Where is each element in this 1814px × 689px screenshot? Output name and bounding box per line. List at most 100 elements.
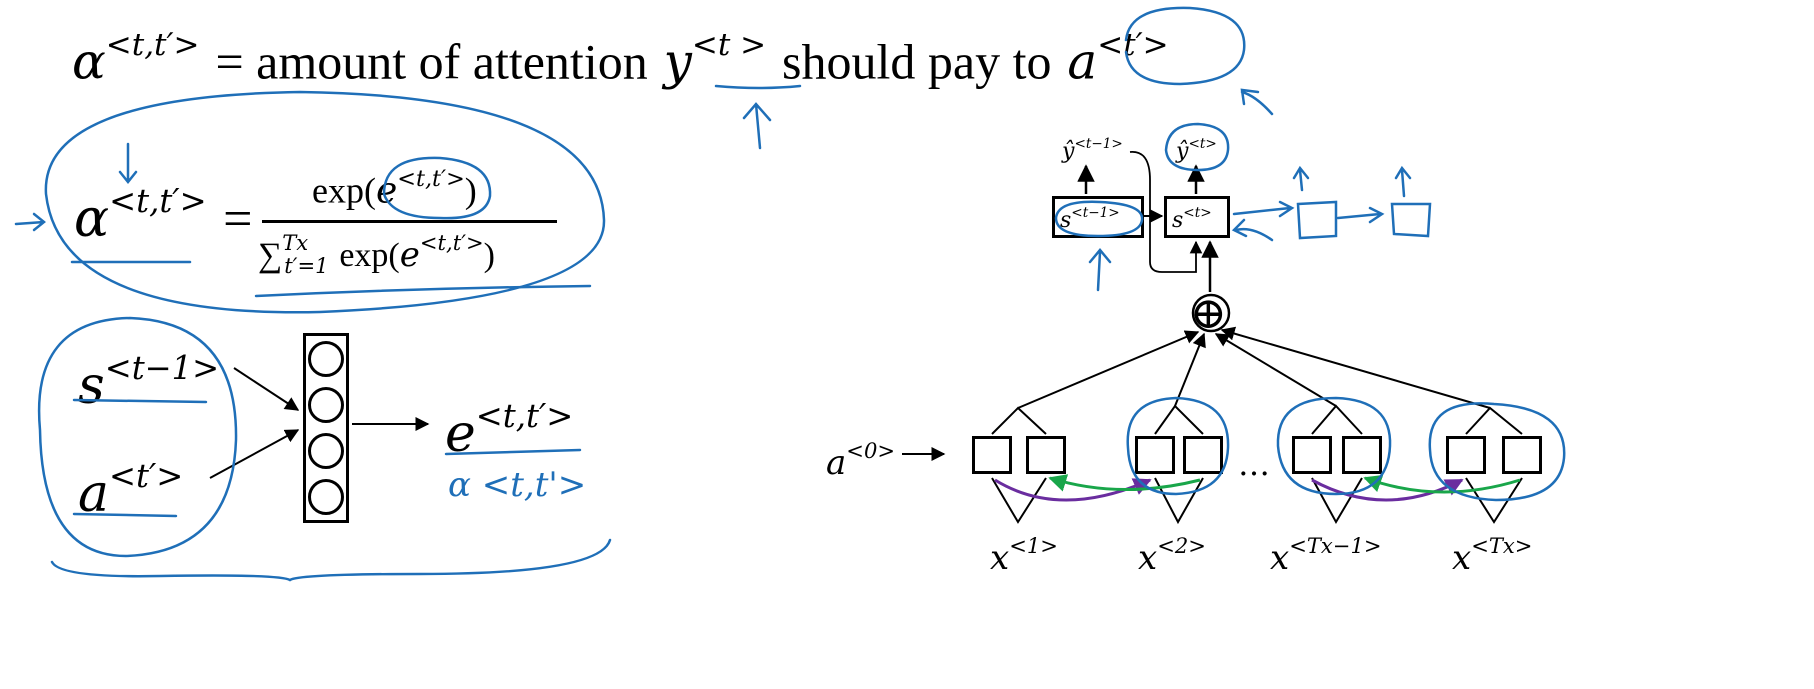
a0-sup: <0> — [846, 438, 896, 463]
den-sum-sub: t′=1 — [284, 253, 329, 279]
arrow-out-right — [1232, 200, 1295, 218]
y-superscript: <t > — [691, 27, 767, 63]
den-sum: ∑ — [258, 236, 283, 274]
input-x-tx: x<Tx> — [1452, 535, 1532, 575]
alpha-symbol: α — [72, 32, 106, 91]
input-x-tx-minus-1: x<Tx−1> — [1270, 535, 1382, 575]
context-line-3 — [1214, 333, 1337, 407]
encoder-bwd-cell-1 — [1026, 436, 1066, 474]
x3-sym: x — [1270, 537, 1290, 578]
encoder-bwd-cell-3 — [1342, 436, 1382, 474]
yhat-cur-label: ŷ<t> — [1176, 136, 1217, 165]
input-x-2: x<2> — [1138, 535, 1206, 575]
neuron-2 — [308, 387, 344, 423]
merge-2 — [1154, 404, 1204, 435]
s-prev-sym: s — [1060, 208, 1072, 234]
fraction-bar — [262, 220, 557, 223]
formula-lhs: α<t,t′> = — [74, 185, 252, 246]
green-arc-2 — [1363, 475, 1521, 494]
arrow-to-a-tprime — [1240, 88, 1274, 116]
arrow-down-alpha — [118, 142, 138, 185]
arrow-a-to-nn — [209, 429, 300, 479]
definition-text: = amount of attention — [215, 33, 648, 90]
hand-arrow-up-1 — [1292, 165, 1310, 192]
merge-1 — [991, 406, 1047, 435]
den-exp: exp( — [339, 236, 400, 274]
alpha-superscript: <t,t′> — [105, 27, 200, 63]
e-output-label: e<t,t′> — [445, 400, 573, 460]
num-exp: exp( — [312, 170, 376, 211]
s-prev-sup: <t−1> — [1071, 205, 1120, 221]
brace-bottom — [50, 538, 612, 582]
y-symbol: y — [663, 32, 692, 91]
a0-sym: a — [826, 442, 847, 483]
num-close: ) — [464, 170, 477, 211]
encoder-fwd-cell-2 — [1135, 436, 1175, 474]
neuron-1 — [308, 341, 344, 377]
underline-s — [72, 398, 208, 404]
yhat-cur: ŷ — [1176, 139, 1189, 165]
neuron-4 — [308, 479, 344, 515]
yhat-prev-label: ŷ<t−1> — [1062, 136, 1123, 165]
hand-box-1 — [1296, 200, 1338, 240]
circle-encoder-4 — [1428, 402, 1566, 502]
x1-sym: x — [990, 537, 1010, 578]
e-sup: <t,t′> — [475, 397, 574, 435]
yhat-cur-sup: <t> — [1188, 136, 1217, 152]
a-tprime-label: a<t′> — [78, 460, 183, 520]
input-x-1: x<1> — [990, 535, 1058, 575]
yhat-prev: ŷ — [1062, 139, 1075, 165]
s-cur-sup: <t> — [1183, 205, 1212, 221]
circle-numerator-e — [382, 156, 492, 220]
formula-equals: = — [223, 191, 253, 249]
encoder-fwd-cell-3 — [1292, 436, 1332, 474]
x1-sup: <1> — [1009, 533, 1058, 558]
a-symbol-net: a — [78, 464, 110, 525]
arrow-up-y — [742, 102, 772, 150]
encoder-bwd-cell-4 — [1502, 436, 1542, 474]
decoder-state-current — [1164, 196, 1230, 238]
circle-a-tprime — [1124, 6, 1246, 86]
arrow-up-sprev — [1088, 248, 1112, 292]
s-cur-sym: s — [1172, 208, 1184, 234]
definition-text-end: should pay to — [782, 33, 1052, 90]
a-superscript: <t′> — [1097, 27, 1169, 63]
context-line-2 — [1174, 332, 1206, 407]
num-e: e — [375, 170, 398, 212]
yhat-prev-sup: <t−1> — [1074, 136, 1123, 152]
x4-sup: <Tx> — [1471, 533, 1533, 558]
formula-alpha-sup: <t,t′> — [109, 182, 207, 220]
den-close: ) — [483, 236, 495, 274]
input-fan-1 — [991, 477, 1047, 524]
underline-e — [444, 448, 582, 456]
arrow-s-to-nn — [233, 367, 300, 411]
circle-encoder-3 — [1276, 396, 1392, 496]
green-arc-1 — [1048, 474, 1201, 492]
hand-box-2 — [1390, 202, 1432, 238]
encoder-fwd-cell-1 — [972, 436, 1012, 474]
den-e-sup: <t,t′> — [419, 230, 484, 255]
formula-denominator: ∑Txt′=1 exp(e<t,t′>) — [258, 232, 495, 276]
circle-encoder-2 — [1126, 396, 1230, 496]
a-sup-net: <t′> — [109, 457, 184, 495]
circle-yhat-cur — [1164, 122, 1230, 172]
handwritten-annotations — [14, 6, 1566, 582]
x3-sup: <Tx−1> — [1289, 533, 1382, 558]
neuron-3 — [308, 433, 344, 469]
handwritten-alpha-note: α <t,t'> — [448, 465, 587, 505]
encoder-bwd-cell-2 — [1183, 436, 1223, 474]
num-e-sup: <t,t′> — [397, 166, 465, 192]
encoder-fwd-cell-4 — [1446, 436, 1486, 474]
arrow-in-left — [1231, 218, 1274, 242]
encoder-ellipsis: … — [1238, 445, 1270, 483]
purple-arc-2 — [1311, 478, 1464, 502]
a-symbol: a — [1067, 32, 1098, 91]
arrow-yhat-feedback — [1129, 151, 1203, 273]
x4-sym: x — [1452, 537, 1472, 578]
a0-label: a<0> — [826, 440, 895, 480]
s-symbol: s — [78, 356, 105, 417]
underline-a — [72, 512, 178, 518]
s-sup: <t−1> — [104, 349, 220, 387]
hand-arrow-box — [1336, 206, 1385, 224]
